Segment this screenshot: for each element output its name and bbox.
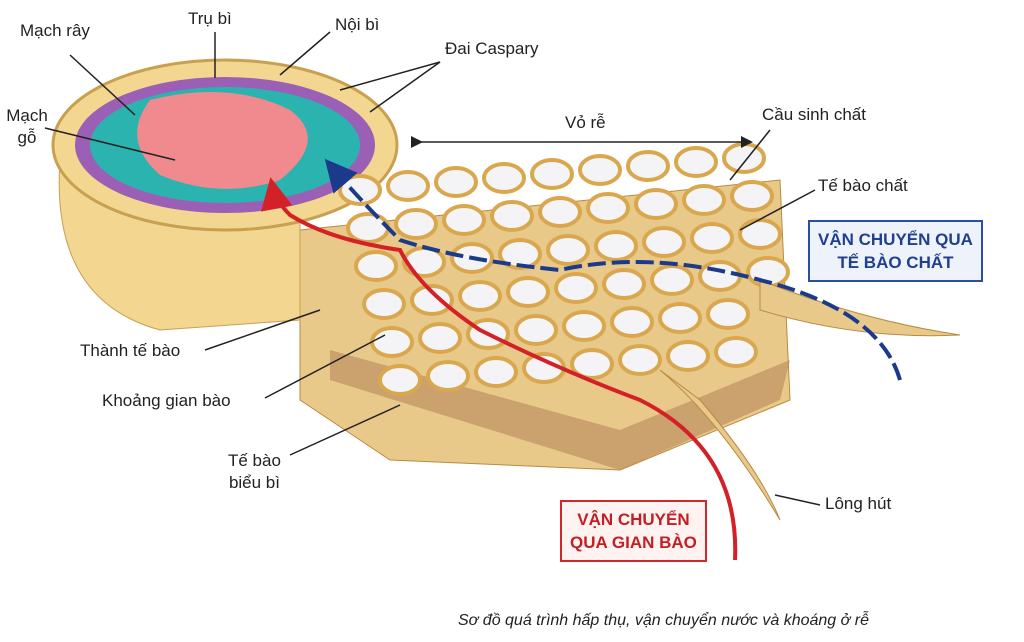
cortex-cell	[650, 264, 694, 296]
cortex-cell	[386, 170, 430, 202]
cortex-cell	[722, 142, 766, 174]
cortex-cell	[546, 234, 590, 266]
label-mach-ray: Mạch rây	[20, 21, 90, 40]
cortex-cell	[458, 280, 502, 312]
cortex-cell	[578, 154, 622, 186]
label-tru-bi: Trụ bì	[188, 9, 232, 28]
cortex-cell	[586, 192, 630, 224]
apoplast-path	[261, 177, 738, 561]
label-te-bao-chat: Tế bào chất	[818, 176, 908, 195]
cortex-cell	[362, 288, 406, 320]
label-khoang-gian-bao: Khoảng gian bào	[102, 391, 231, 410]
leader-lines	[44, 31, 821, 506]
cortex-cell	[698, 260, 742, 292]
label-noi-bi: Nội bì	[335, 15, 380, 34]
root-hair	[659, 369, 781, 521]
cortex-cell	[642, 226, 686, 258]
cortex-cell	[506, 276, 550, 308]
cortex-cell	[666, 340, 710, 372]
caption: Sơ đồ quá trình hấp thụ, vận chuyển nước…	[458, 612, 869, 629]
cortex-cell	[658, 302, 702, 334]
label-cau-sinh-chat: Cầu sinh chất	[762, 105, 866, 124]
cortex-cell	[594, 230, 638, 262]
cortex-cell	[378, 364, 422, 396]
cortex-cell	[394, 208, 438, 240]
cortex-cell	[562, 310, 606, 342]
cortex-cell	[714, 336, 758, 368]
cortex-cell	[490, 200, 534, 232]
cortex-cell	[610, 306, 654, 338]
cortex-cell	[626, 150, 670, 182]
cortex-cell	[474, 356, 518, 388]
cortex-cell	[538, 196, 582, 228]
cortex-cell	[690, 222, 734, 254]
cortex-cell	[530, 158, 574, 190]
cortex-cell	[554, 272, 598, 304]
label-dai-caspary: Đai Caspary	[445, 39, 539, 58]
cortex-cell	[426, 360, 470, 392]
label-thanh-te-bao: Thành tế bào	[80, 341, 181, 360]
cortex-cell	[706, 298, 750, 330]
label-long-hut: Lông hút	[825, 494, 892, 513]
cortex-cell	[618, 344, 662, 376]
cortex-cell	[482, 162, 526, 194]
label-vo-re: Vỏ rễ	[565, 113, 606, 132]
cortex-cell	[570, 348, 614, 380]
cortex-cell	[674, 146, 718, 178]
cortex-cell	[434, 166, 478, 198]
cortex-cell	[410, 284, 454, 316]
cortex-cell	[354, 250, 398, 282]
cortex-cell	[730, 180, 774, 212]
symplast-path	[324, 158, 902, 381]
cortex-cell	[346, 212, 390, 244]
cortex-cell	[418, 322, 462, 354]
cortex-cell	[370, 326, 414, 358]
cortex-cell	[514, 314, 558, 346]
cortex-cell	[738, 218, 782, 250]
cortex-cell	[682, 184, 726, 216]
label-mach-go: Mạch gỗ	[6, 106, 48, 147]
cortex-cell	[634, 188, 678, 220]
cortex-cell	[498, 238, 542, 270]
cortex-cell	[442, 204, 486, 236]
cortex-cells	[338, 142, 790, 396]
cortex-cell	[602, 268, 646, 300]
